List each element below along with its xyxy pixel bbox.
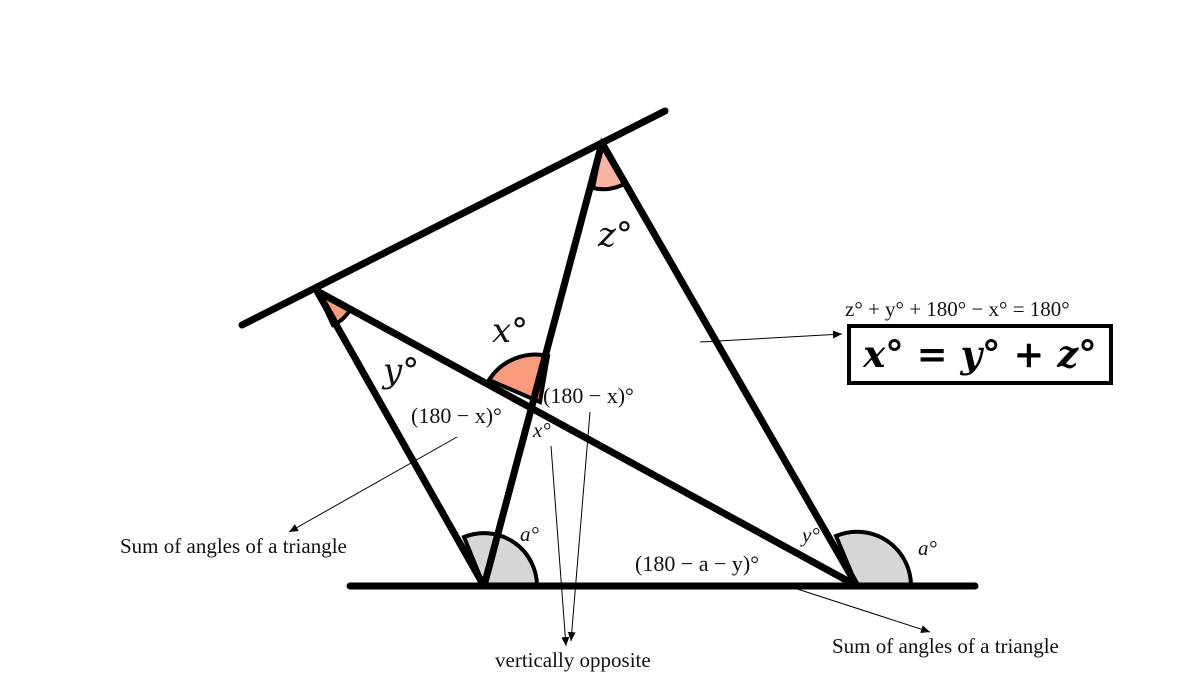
- label-180-minus-a-y: (180 − a − y)°: [635, 551, 759, 576]
- label-180-minus-x-right: (180 − x)°: [543, 383, 634, 408]
- segment-right-side: [598, 139, 861, 590]
- angle-a-left-sector: [461, 531, 540, 588]
- arrow-vertical-2: [567, 411, 591, 642]
- label-y-left: y°: [381, 351, 419, 391]
- segment-diagonal: [313, 287, 861, 590]
- segment-left-side: [313, 287, 488, 590]
- label-a-right: a°: [918, 536, 938, 560]
- arrow-left-sum: [288, 436, 458, 533]
- label-x-small: x°: [532, 418, 551, 442]
- arrow-to-equation: [699, 330, 843, 343]
- result-box: [847, 324, 1113, 385]
- equation-result: x° = y° + z°: [862, 332, 1097, 376]
- label-a-left: a°: [520, 522, 540, 546]
- angle-a-right-sector: [833, 529, 914, 588]
- segment-middle: [480, 139, 606, 590]
- label-y-small: y°: [800, 523, 820, 547]
- top-line: [238, 107, 669, 329]
- label-180-minus-x-left: (180 − x)°: [411, 403, 502, 428]
- arrow-right-sum: [787, 585, 931, 634]
- note-vertically-opposite: vertically opposite: [495, 648, 651, 672]
- note-left-sum: Sum of angles of a triangle: [120, 534, 347, 558]
- note-right-sum: Sum of angles of a triangle: [832, 634, 1059, 658]
- arrow-vertical-1: [550, 445, 570, 647]
- label-x-top: x°: [492, 311, 528, 351]
- label-z: z°: [597, 215, 633, 255]
- equation-sum: z° + y° + 180° − x° = 180°: [845, 297, 1070, 321]
